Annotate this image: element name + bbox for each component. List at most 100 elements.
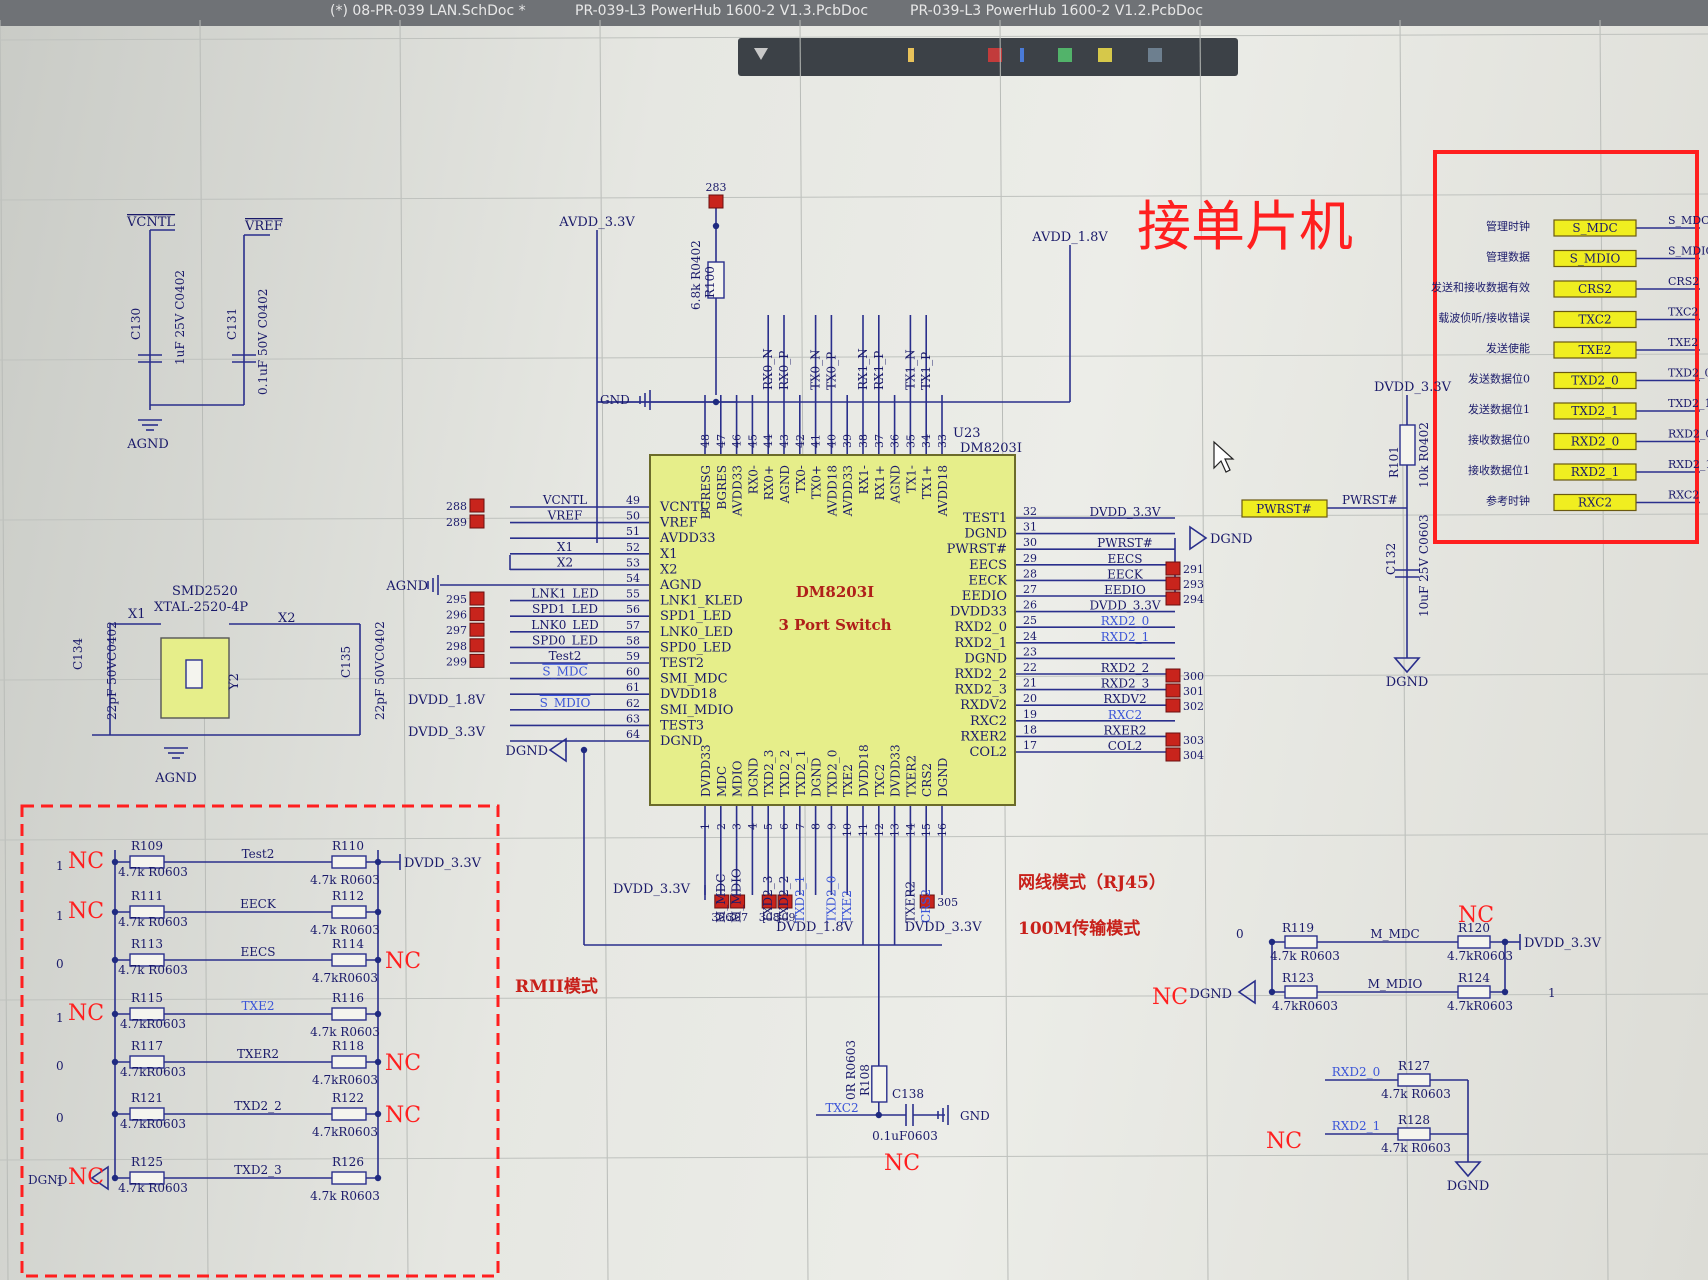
- bottom-signal-label: M_MDIO: [730, 868, 744, 923]
- strap-nc-mark: NC: [68, 849, 104, 874]
- grid-line: [0, 353, 1708, 361]
- pin-name: AGND: [778, 465, 792, 504]
- strap-resistor-b-value: 4.7kR0603: [312, 1125, 378, 1139]
- bottom-signal-label: TXD2_3: [761, 876, 775, 923]
- pin-name: SPD1_LED: [660, 609, 731, 624]
- tab-lan-schdoc[interactable]: (*) 08-PR-039 LAN.SchDoc *: [330, 3, 526, 19]
- test-point-number: 299: [446, 655, 467, 668]
- bottom-signal-label: M_MDC: [714, 874, 728, 923]
- dgnd-symbol-m: [1237, 979, 1256, 1005]
- test-point-right: [1165, 747, 1181, 762]
- pin-number: 15: [920, 823, 933, 837]
- pin-name: TXD2_0: [825, 750, 839, 797]
- top-signal-label: RX0_P: [777, 351, 791, 390]
- junction-dot: [374, 956, 382, 964]
- tab-pcbdoc-v12[interactable]: PR-039-L3 PowerHub 1600-2 V1.2.PcbDoc: [910, 3, 1204, 19]
- test-point-bottom: [714, 894, 730, 909]
- bottom-signal-label: TXER2: [903, 881, 917, 923]
- strap-default-mark: 0: [56, 957, 64, 971]
- pin-net-label: LNK1_LED: [531, 587, 598, 601]
- test-point-left: [469, 607, 485, 622]
- pin-name: DVDD33: [699, 744, 713, 797]
- pin-number: 47: [715, 434, 728, 448]
- test-point-bottom: [777, 894, 793, 909]
- pin-number: 59: [626, 650, 640, 663]
- pin-net-label: SPD0_LED: [532, 633, 598, 647]
- m-resistor-a-ref: R119: [1282, 921, 1314, 935]
- junction-dot: [712, 398, 720, 406]
- pin-name: AGND: [889, 465, 903, 504]
- bottom-signal-label: TXD2_2: [777, 876, 791, 923]
- pin-name: LNK0_LED: [660, 625, 733, 640]
- chip-body-u23: [649, 454, 1016, 806]
- strap-resistor-b-ref: R110: [332, 839, 364, 853]
- pin-number: 12: [873, 823, 886, 837]
- dgnd-symbol-left: [548, 737, 567, 763]
- pin-name: COL2: [969, 745, 1007, 760]
- mcu-port-name: RXD2_0: [1571, 435, 1619, 449]
- pin-name: DVDD18: [857, 744, 871, 797]
- crystal-part: XTAL-2520-4P: [154, 600, 248, 615]
- rmii-mode-label: RMII模式: [515, 976, 598, 997]
- rx-nc-mark: NC: [1266, 1129, 1302, 1154]
- pin-number: 25: [1023, 614, 1037, 627]
- rx-resistor-ref: R127: [1398, 1059, 1430, 1073]
- pin-net-label: DVDD_3.3V: [1089, 599, 1160, 613]
- pin-name: SMI_MDIO: [660, 703, 733, 718]
- pin-name: SMI_MDC: [660, 672, 728, 687]
- strap-net-label: TXD2_2: [234, 1099, 281, 1113]
- place-wire-icon[interactable]: [1020, 48, 1024, 62]
- m-resistor-a-value: 4.7kR0603: [1272, 999, 1338, 1013]
- mcu-net-label: CRS2: [1668, 275, 1699, 288]
- pin-number: 10: [841, 823, 854, 837]
- pin-name: SPD0_LED: [660, 640, 731, 655]
- pin-name: X2: [660, 562, 678, 577]
- r108-value: 0R R0603: [844, 1040, 858, 1100]
- m-resistor-a-ref: R123: [1282, 971, 1314, 985]
- cap-c130-value: 1uF 25V C0402: [173, 270, 187, 365]
- rx-net-label: RXD2_0: [1332, 1065, 1380, 1079]
- strap-resistor-a-ref: R121: [131, 1091, 163, 1105]
- pin-name: AVDD33: [841, 465, 855, 517]
- tab-pcbdoc-v13[interactable]: PR-039-L3 PowerHub 1600-2 V1.3.PcbDoc: [575, 3, 869, 19]
- place-part-icon[interactable]: [908, 48, 914, 62]
- place-text-icon[interactable]: [1148, 48, 1162, 62]
- crystal-x1-net: X1: [128, 607, 146, 622]
- strap-resistor-a-value: 4.7k R0603: [118, 915, 188, 929]
- c132-value: 10uF 25V C0603: [1417, 514, 1431, 617]
- m-resistor-b-ref: R120: [1458, 921, 1490, 935]
- pin-name: TEST2: [660, 656, 704, 671]
- strap-resistor-b-ref: R112: [332, 889, 364, 903]
- pin-name: EECS: [969, 558, 1007, 573]
- strap-net-label: TXE2: [242, 999, 275, 1013]
- pin-net-label: VREF: [547, 509, 583, 523]
- crystal-ref: Y2: [227, 673, 242, 691]
- pin-number: 16: [936, 823, 949, 837]
- place-net-label-icon[interactable]: [1098, 48, 1112, 62]
- pin-name: EECK: [968, 573, 1007, 588]
- pin-name: DVDD33: [950, 605, 1007, 620]
- mcu-port-name: TXE2: [1579, 343, 1612, 357]
- test-point-number: 305: [937, 896, 958, 909]
- pin-number: 60: [626, 666, 640, 679]
- strap-resistor-a-value: 4.7k R0603: [118, 865, 188, 879]
- filter-icon[interactable]: [754, 48, 768, 60]
- pin-number: 38: [857, 434, 870, 448]
- test-point-number: 291: [1183, 563, 1204, 576]
- mcu-net-label: TXC2: [1668, 306, 1698, 319]
- strap-resistor-a: [129, 953, 165, 967]
- place-bus-icon[interactable]: [1058, 48, 1072, 62]
- strap-resistor-a: [129, 1107, 165, 1121]
- strap-resistor-b-value: 4.7k R0603: [310, 923, 380, 937]
- place-port-icon[interactable]: [988, 48, 1002, 62]
- net-dgnd-pwrst: DGND: [1386, 675, 1429, 690]
- pin-number: 28: [1023, 567, 1037, 580]
- rx-resistor-value: 4.7k R0603: [1381, 1087, 1451, 1101]
- pin-net-label: DVDD_3.3V: [1089, 505, 1160, 519]
- mcu-port-name: RXD2_1: [1571, 465, 1619, 479]
- test-point-right: [1165, 668, 1181, 683]
- m-resistor-b: [1457, 985, 1491, 999]
- pin-name: AVDD33: [659, 531, 716, 546]
- test-point-left: [469, 653, 485, 668]
- pin-number: 21: [1023, 677, 1037, 690]
